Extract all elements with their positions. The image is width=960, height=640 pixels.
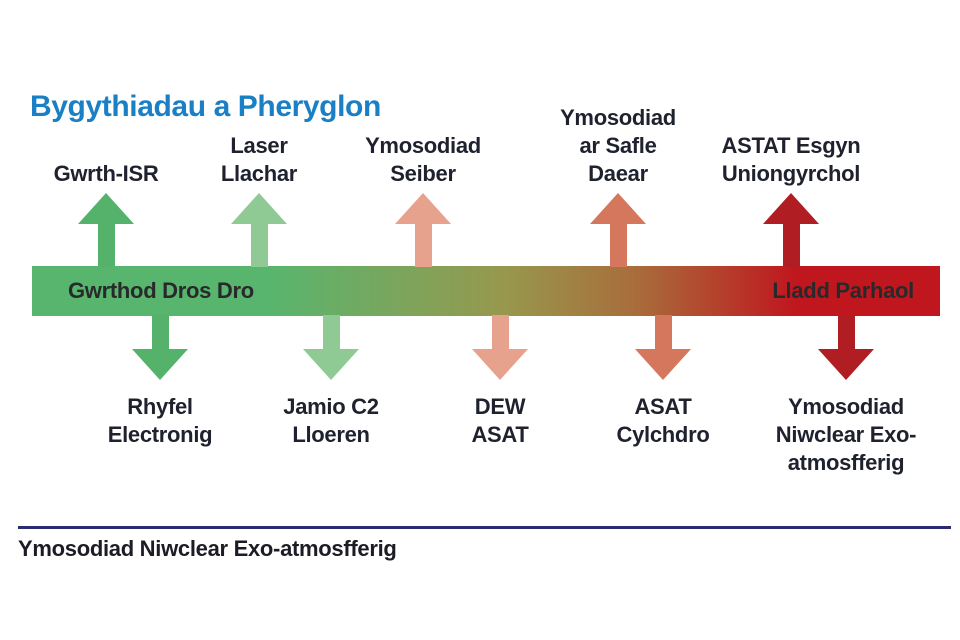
down-arrow-icon bbox=[132, 349, 188, 380]
up-arrow-stem bbox=[610, 224, 627, 267]
threat-label-line: Llachar bbox=[220, 161, 298, 186]
threat-label-line: Electronig bbox=[107, 422, 213, 447]
bar-left-label: Gwrthod Dros Dro bbox=[68, 278, 254, 303]
footer-caption: Ymosodiad Niwclear Exo-atmosfferig bbox=[18, 536, 397, 561]
threat-label-line: Rhyfel bbox=[127, 394, 193, 419]
threat-label-line: Niwclear Exo- bbox=[775, 422, 917, 447]
down-arrow-icon bbox=[635, 349, 691, 380]
threat-label-line: atmosfferig bbox=[787, 450, 905, 475]
threat-label-line: Laser bbox=[230, 133, 288, 158]
threat-label-line: Seiber bbox=[390, 161, 456, 186]
threat-label-line: Ymosodiad bbox=[788, 394, 904, 419]
footer-divider bbox=[18, 526, 951, 529]
up-arrow-stem bbox=[783, 224, 800, 267]
up-arrow-icon bbox=[231, 193, 287, 224]
up-arrow-stem bbox=[98, 224, 115, 267]
up-arrow-icon bbox=[395, 193, 451, 224]
down-arrow-stem bbox=[492, 315, 509, 349]
threat-label-line: ASAT bbox=[634, 394, 692, 419]
down-arrow-icon bbox=[472, 349, 528, 380]
threat-label-line: Ymosodiad bbox=[365, 133, 481, 158]
down-arrow-stem bbox=[655, 315, 672, 349]
threat-label-line: Daear bbox=[588, 161, 648, 186]
threat-label-line: Lloeren bbox=[292, 422, 370, 447]
threat-label-line: Uniongyrchol bbox=[721, 161, 861, 186]
threat-label-line: ASTAT Esgyn bbox=[721, 133, 861, 158]
threat-label-line: Gwrth-ISR bbox=[53, 161, 159, 186]
down-arrow-stem bbox=[323, 315, 340, 349]
threat-label-asat-cylchdro: ASAT Cylchdro bbox=[553, 393, 773, 449]
threat-label-jamio-c2-lloeren: Jamio C2 Lloeren bbox=[221, 393, 441, 449]
threat-label-line: Cylchdro bbox=[616, 422, 710, 447]
up-arrow-icon bbox=[590, 193, 646, 224]
threat-label-line: DEW bbox=[474, 394, 526, 419]
page-title: Bygythiadau a Pheryglon bbox=[30, 90, 381, 124]
threat-label-dew-asat: DEW ASAT bbox=[390, 393, 610, 449]
threat-label-gwrth-isr: Gwrth-ISR bbox=[0, 160, 216, 188]
up-arrow-icon bbox=[763, 193, 819, 224]
down-arrow-icon bbox=[303, 349, 359, 380]
threat-label-line: ar Safle bbox=[579, 133, 657, 158]
down-arrow-stem bbox=[838, 315, 855, 349]
up-arrow-stem bbox=[415, 224, 432, 267]
down-arrow-icon bbox=[818, 349, 874, 380]
threat-label-line: ASAT bbox=[471, 422, 529, 447]
threat-label-line: Ymosodiad bbox=[560, 105, 676, 130]
severity-gradient-bar: Gwrthod Dros Dro Lladd Parhaol bbox=[32, 266, 940, 316]
down-arrow-stem bbox=[152, 315, 169, 349]
threat-label-line: Jamio C2 bbox=[283, 394, 379, 419]
up-arrow-icon bbox=[78, 193, 134, 224]
up-arrow-stem bbox=[251, 224, 268, 267]
bar-right-label: Lladd Parhaol bbox=[772, 278, 914, 303]
